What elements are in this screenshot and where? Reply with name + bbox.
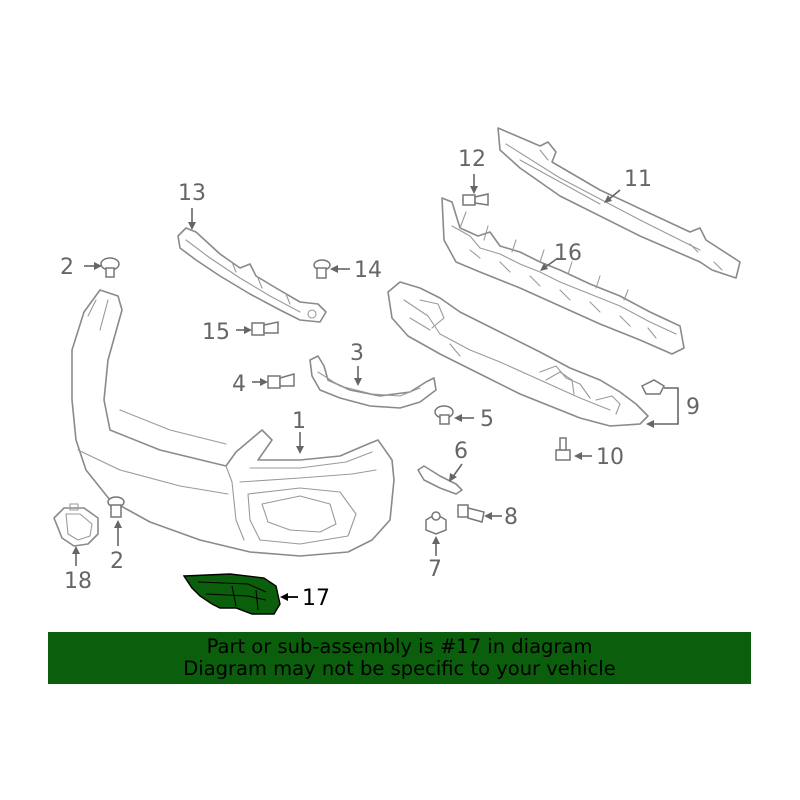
fastener-15-bolt xyxy=(251,321,279,336)
callout-11: 11 xyxy=(624,167,652,192)
callout-3: 3 xyxy=(350,341,364,366)
callout-15: 15 xyxy=(202,320,230,345)
banner-line-1: Part or sub-assembly is #17 in diagram xyxy=(206,635,593,658)
fastener-2-clip-upper xyxy=(100,257,120,278)
fastener-2-clip-lower xyxy=(107,496,125,518)
callout-13: 13 xyxy=(178,181,206,206)
callout-5: 5 xyxy=(480,407,494,432)
banner-line-2: Diagram may not be specific to your vehi… xyxy=(183,657,616,680)
part-1-bumper-cover xyxy=(71,289,395,557)
callout-4: 4 xyxy=(232,372,246,397)
fastener-5-clip xyxy=(434,405,454,425)
callout-8: 8 xyxy=(504,505,518,530)
callout-16: 16 xyxy=(554,241,582,266)
part-16-energy-absorber xyxy=(441,197,685,355)
fastener-10-bolt xyxy=(555,437,571,461)
part-18-fog-lamp xyxy=(53,503,99,547)
callout-2-upper: 2 xyxy=(60,255,74,280)
callout-12: 12 xyxy=(458,147,486,172)
callout-6: 6 xyxy=(454,439,468,464)
fastener-4-bolt xyxy=(267,373,295,389)
callout-7: 7 xyxy=(428,557,442,582)
fastener-8-bolt xyxy=(457,504,485,523)
part-lower-carrier xyxy=(387,281,649,427)
callout-9: 9 xyxy=(686,395,700,420)
callout-labels: 12 11 16 13 2 14 15 3 4 5 1 6 9 10 8 7 2… xyxy=(60,147,700,611)
callout-1: 1 xyxy=(292,409,306,434)
fastener-12-bolt xyxy=(462,193,489,206)
callout-17: 17 xyxy=(302,586,330,611)
part-11-reinforcement-beam xyxy=(497,127,741,279)
part-13-bracket xyxy=(177,227,327,323)
fasteners xyxy=(100,193,665,535)
info-banner: Part or sub-assembly is #17 in diagram D… xyxy=(48,632,751,684)
callout-14: 14 xyxy=(354,258,382,283)
callout-2-lower: 2 xyxy=(110,549,124,574)
leader-lines xyxy=(72,174,679,601)
callout-10: 10 xyxy=(596,445,624,470)
fastener-7-nut xyxy=(425,511,447,535)
fastener-14-clip xyxy=(313,259,331,279)
part-3-bracket xyxy=(309,355,437,409)
part-6-retainer xyxy=(417,465,463,495)
fastener-9-clip xyxy=(640,379,665,395)
callout-18: 18 xyxy=(64,569,92,594)
part-17-grille-highlighted xyxy=(182,573,281,615)
